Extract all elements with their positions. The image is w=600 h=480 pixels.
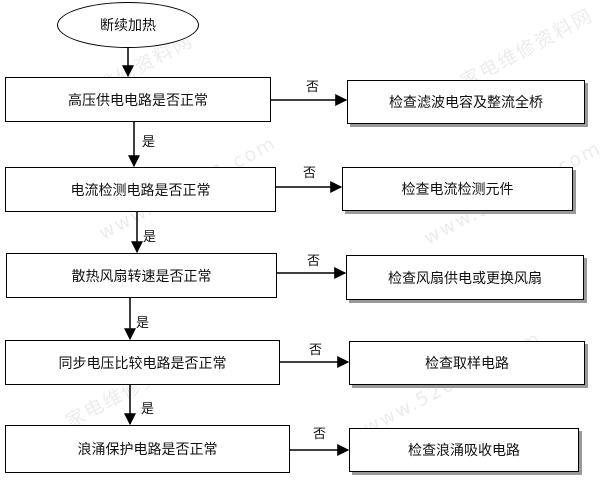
- check-box-surge-protect: 浪涌保护电路是否正常: [5, 425, 290, 473]
- action-label-3: 检查风扇供电或更换风扇: [388, 270, 542, 287]
- check-label-4: 同步电压比较电路是否正常: [58, 355, 227, 372]
- yes-label-3: 是: [136, 316, 150, 331]
- action-box-sampling-circuit: 检查取样电路: [349, 341, 585, 385]
- no-label-1: 否: [306, 80, 320, 95]
- yes-label-1: 是: [142, 135, 156, 150]
- no-label-5: 否: [313, 427, 327, 442]
- action-label-5: 检查浪涌吸收电路: [408, 443, 520, 459]
- action-label-2: 检查电流检测元件: [401, 182, 514, 198]
- yes-label-2: 是: [143, 230, 157, 245]
- action-box-surge-absorb: 检查浪涌吸收电路: [349, 428, 579, 472]
- yes-label-4: 是: [141, 402, 155, 417]
- action-label-1: 检查滤波电容及整流全桥: [389, 95, 543, 111]
- start-node: 断续加热: [57, 2, 199, 48]
- no-label-2: 否: [303, 166, 317, 181]
- start-node-label: 断续加热: [100, 18, 156, 34]
- check-box-fan-speed: 散热风扇转速是否正常: [6, 253, 277, 298]
- action-box-current-element: 检查电流检测元件: [342, 167, 573, 211]
- check-box-high-voltage: 高压供电电路是否正常: [5, 77, 271, 122]
- check-label-5: 浪涌保护电路是否正常: [77, 442, 218, 458]
- action-label-4: 检查取样电路: [425, 356, 509, 372]
- no-label-3: 否: [307, 254, 321, 269]
- check-label-3: 散热风扇转速是否正常: [71, 268, 212, 285]
- no-label-4: 否: [309, 343, 323, 358]
- check-label-1: 高压供电电路是否正常: [68, 92, 208, 109]
- check-label-2: 电流检测电路是否正常: [70, 182, 211, 199]
- check-box-current-detect: 电流检测电路是否正常: [5, 167, 276, 212]
- action-box-fan-supply: 检查风扇供电或更换风扇: [346, 255, 584, 300]
- check-box-sync-voltage: 同步电压比较电路是否正常: [5, 340, 280, 385]
- action-box-filter-capacitor: 检查滤波电容及整流全桥: [347, 80, 585, 124]
